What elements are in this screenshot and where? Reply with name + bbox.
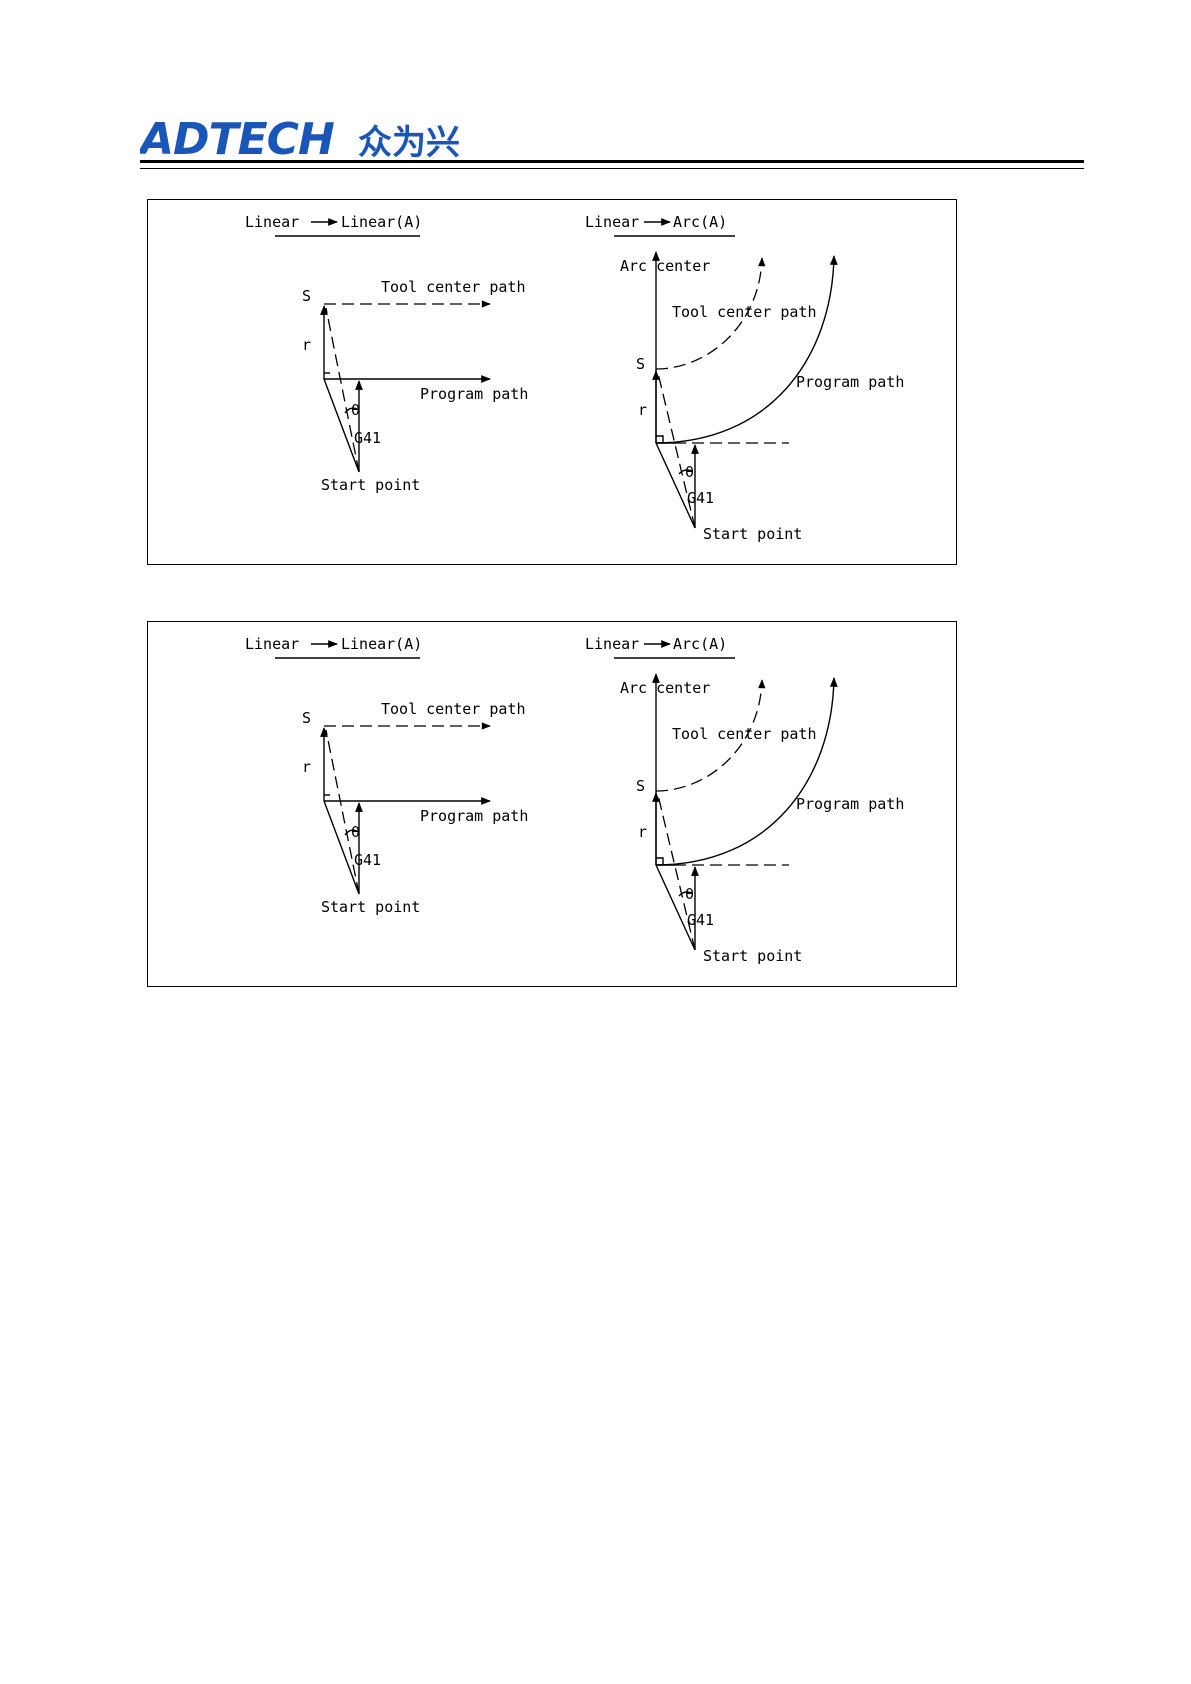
left-title-to: Linear(A) (341, 213, 422, 231)
right-label-r: r (638, 401, 647, 419)
left-label-start-point: Start point (321, 898, 420, 916)
left-theta-arc (344, 829, 358, 836)
left-dashed-offset-line (325, 729, 360, 895)
right-label-s: S (636, 777, 645, 795)
right-panel: Linear Arc(A) Arc center Tool center pat… (585, 213, 904, 543)
right-program-arc (655, 255, 838, 444)
right-label-tool-center-path: Tool center path (672, 303, 817, 321)
right-label-arc-center: Arc center (620, 679, 710, 697)
left-title-from: Linear (245, 635, 299, 653)
right-title-to: Arc(A) (673, 635, 727, 653)
left-label-theta: θ (351, 823, 360, 841)
logo-cjk-text: 众为兴 (358, 123, 460, 162)
right-tool-center-arc (655, 679, 766, 792)
right-label-g41: G41 (687, 489, 714, 507)
right-title-from: Linear (585, 635, 639, 653)
left-title-to: Linear(A) (341, 635, 422, 653)
header-rule-thick (140, 160, 1084, 163)
left-label-start-point: Start point (321, 476, 420, 494)
right-label-program-path: Program path (796, 795, 904, 813)
right-right-angle-mark (656, 435, 664, 443)
right-label-tool-center-path: Tool center path (672, 725, 817, 743)
right-dashed-offset-line (657, 372, 696, 529)
left-panel: Linear Linear(A) S r Tool center path Pr… (245, 213, 528, 494)
right-dashed-offset-line (657, 794, 696, 951)
left-theta-arc (344, 407, 358, 414)
right-right-angle-mark (656, 857, 664, 865)
right-label-g41: G41 (687, 911, 714, 929)
right-label-r: r (638, 823, 647, 841)
right-title-from: Linear (585, 213, 639, 231)
right-label-theta: θ (685, 463, 694, 481)
left-panel: Linear Linear(A) S r Tool center path Pr… (245, 635, 528, 916)
right-theta-arc (678, 469, 693, 475)
adtech-logo: ADTECH 众为兴 (140, 114, 460, 162)
right-program-arc (655, 677, 838, 866)
left-start-to-corner-line (323, 378, 360, 473)
left-start-to-corner-line (323, 800, 360, 895)
left-label-tool-center-path: Tool center path (381, 278, 526, 296)
right-label-theta: θ (685, 885, 694, 903)
right-start-to-corner-line (655, 864, 696, 951)
right-label-start-point: Start point (703, 947, 802, 965)
left-title-from: Linear (245, 213, 299, 231)
left-label-s: S (302, 709, 311, 727)
left-label-program-path: Program path (420, 807, 528, 825)
right-label-arc-center: Arc center (620, 257, 710, 275)
left-label-r: r (302, 336, 311, 354)
right-panel: Linear Arc(A) Arc center Tool center pat… (585, 635, 904, 965)
figure-2: Linear Linear(A) S r Tool center path Pr… (147, 621, 957, 987)
right-start-to-corner-line (655, 442, 696, 529)
left-dashed-offset-line (325, 307, 360, 473)
right-label-start-point: Start point (703, 525, 802, 543)
left-label-tool-center-path: Tool center path (381, 700, 526, 718)
right-theta-arc (678, 891, 693, 897)
left-label-g41: G41 (354, 851, 381, 869)
right-tool-center-arc (655, 257, 766, 370)
figure-1: Linear Linear(A) S r Tool center path Pr… (147, 199, 957, 565)
left-label-s: S (302, 287, 311, 305)
right-label-s: S (636, 355, 645, 373)
right-title-to: Arc(A) (673, 213, 727, 231)
figure-1-diagram: Linear Linear(A) S r Tool center path Pr… (245, 213, 904, 543)
left-label-theta: θ (351, 401, 360, 419)
left-label-g41: G41 (354, 429, 381, 447)
left-label-program-path: Program path (420, 385, 528, 403)
header-rule-thin (140, 168, 1084, 169)
logo-latin-text: ADTECH (140, 114, 334, 162)
figure-2-diagram: Linear Linear(A) S r Tool center path Pr… (245, 635, 904, 965)
right-label-program-path: Program path (796, 373, 904, 391)
left-label-r: r (302, 758, 311, 776)
